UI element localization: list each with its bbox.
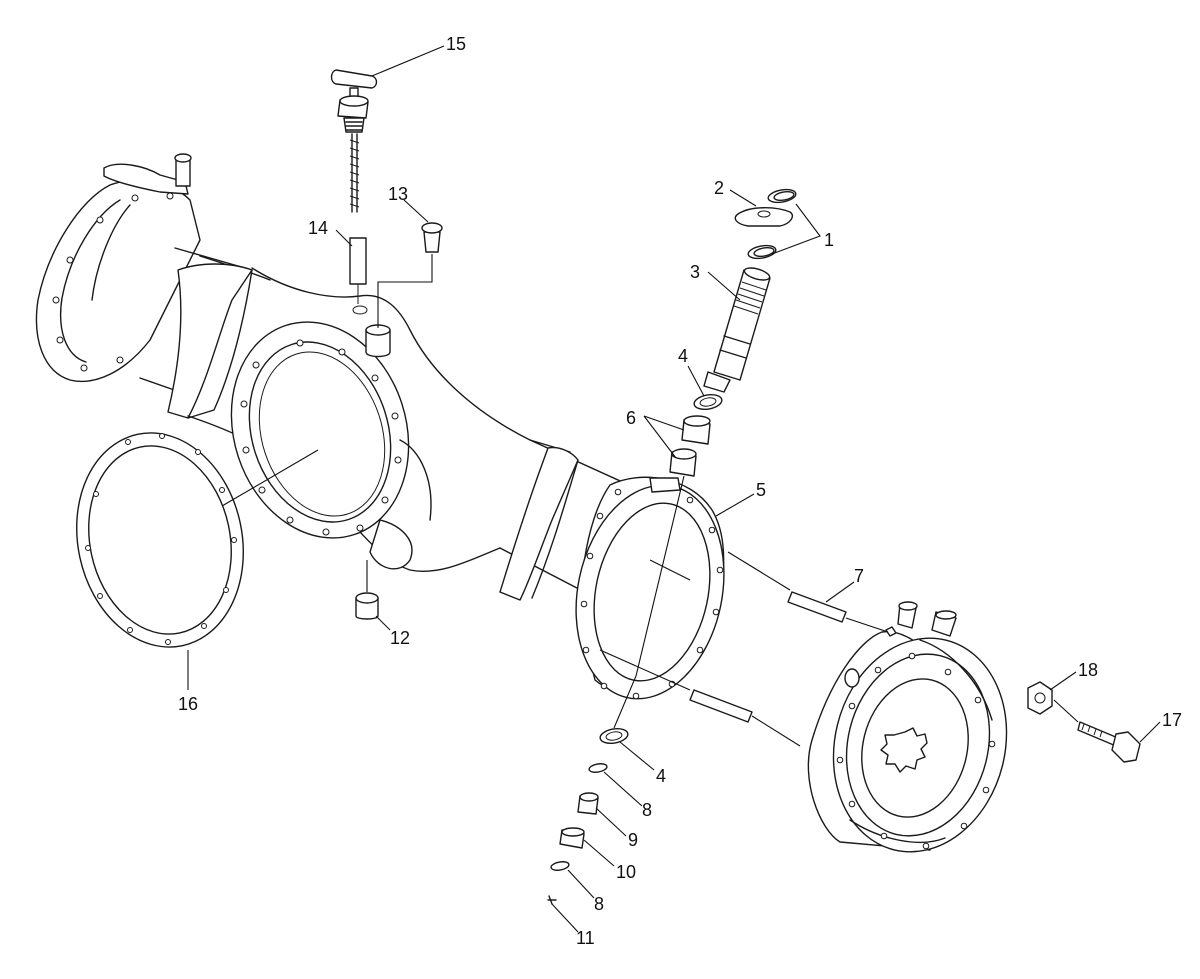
- assembly-guide-lines: [221, 449, 1079, 747]
- callout-4-lower: 4: [656, 766, 666, 786]
- left-axle-flange: [35, 153, 201, 382]
- callout-8-lower: 8: [594, 894, 604, 914]
- callout-8-upper: 8: [642, 800, 652, 820]
- dipstick-part-15: [330, 69, 378, 213]
- callout-17: 17: [1162, 710, 1182, 730]
- callout-13: 13: [388, 184, 408, 204]
- callout-labels: 15 13 14 2 1 3 4 6 5 7 18 17 12 16 4 8 9…: [178, 34, 1182, 948]
- snap-rings-part-1: [747, 188, 797, 260]
- washer-part-2: [734, 207, 794, 227]
- axle-housing-body: [139, 247, 641, 601]
- housing-boss: [352, 305, 391, 358]
- king-pin-part-3: [703, 267, 771, 393]
- plug-part-12: [355, 560, 379, 620]
- callout-4-upper: 4: [678, 346, 688, 366]
- callout-15: 15: [446, 34, 466, 54]
- nut-part-18: [1027, 681, 1053, 715]
- callout-2: 2: [714, 178, 724, 198]
- callout-1: 1: [824, 230, 834, 250]
- plug-part-13: [377, 222, 443, 328]
- brake-hub-assembly: [807, 601, 1008, 853]
- callout-10: 10: [616, 862, 636, 882]
- flange-ring-part-5: [575, 476, 725, 700]
- dowel-pins-part-7: [689, 591, 847, 723]
- bolt-part-17: [1077, 721, 1141, 763]
- callout-11: 11: [576, 928, 595, 948]
- callout-leader-lines: [187, 45, 1161, 933]
- callout-3: 3: [690, 262, 700, 282]
- callout-14: 14: [308, 218, 328, 238]
- callout-18: 18: [1078, 660, 1098, 680]
- callout-12: 12: [390, 628, 410, 648]
- bushings-part-6: [635, 415, 711, 677]
- seal-part-4-upper: [693, 393, 723, 411]
- callout-16: 16: [178, 694, 198, 714]
- callout-5: 5: [756, 480, 766, 500]
- callout-7: 7: [854, 566, 864, 586]
- lower-kingpin-stack: [547, 675, 637, 905]
- tube-part-14: [349, 237, 367, 304]
- callout-6: 6: [626, 408, 636, 428]
- callout-9: 9: [628, 830, 638, 850]
- gasket-part-16: [76, 432, 244, 648]
